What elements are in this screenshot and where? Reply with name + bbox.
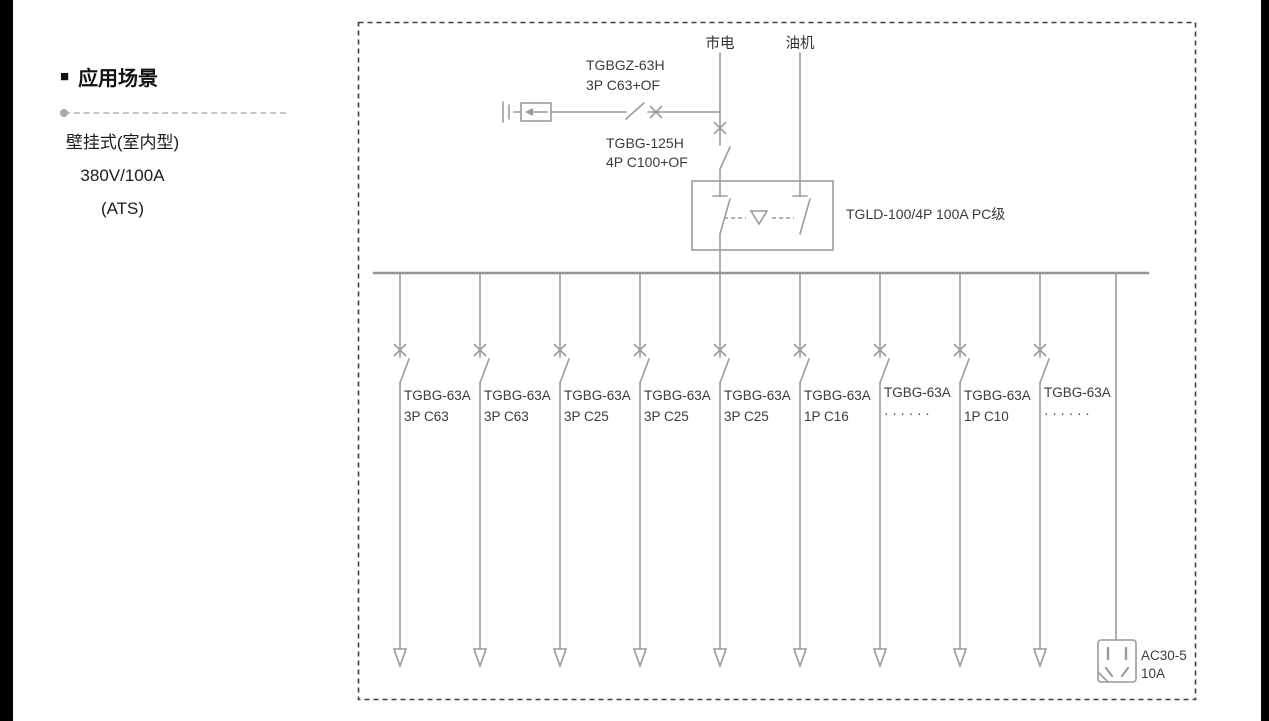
surge-breaker-model: TGBGZ-63H	[586, 57, 665, 73]
branch-label-spec: 3P C25	[564, 409, 609, 424]
spec-line-type: (ATS)	[100, 199, 145, 218]
branch-label-model: TGBG-63A	[564, 388, 631, 403]
separator-dot-icon	[60, 109, 68, 117]
spec-line-rating: 380V/100A	[80, 166, 165, 185]
branch-label-model: TGBG-63A	[644, 388, 711, 403]
surge-breaker-spec: 3P C63+OF	[586, 77, 660, 93]
branch-breaker-switch	[559, 358, 570, 384]
load-arrow-icon	[792, 648, 808, 669]
ats-box	[691, 180, 834, 251]
branch-label-spec: 3P C63	[484, 409, 529, 424]
branch-breaker-switch	[479, 358, 490, 384]
branch-label-model: TGBG-63A	[404, 388, 471, 403]
branch-circuit-6: TGBG-63A 1P C16	[792, 272, 871, 669]
branch-breaker-switch	[719, 358, 730, 384]
generator-label: 油机	[786, 35, 815, 52]
ats-actuator-icon	[749, 210, 769, 226]
socket-branch: AC30-5 10A	[1097, 272, 1187, 683]
ats-label: TGLD-100/4P 100A PC级	[846, 206, 1005, 222]
section-title-text: 应用场景	[78, 68, 159, 90]
branch-label-spec: 3P C25	[724, 409, 769, 424]
branch-label-spec: 1P C16	[804, 409, 849, 424]
branch-breaker-switch	[1039, 358, 1050, 384]
branch-label-model: TGBG-63A	[1044, 385, 1111, 400]
surge-breaker-switch	[625, 102, 645, 120]
mains-label: 市电	[706, 35, 735, 52]
right-black-bar	[1261, 0, 1269, 721]
branch-circuit-7: TGBG-63A · · · · · ·	[872, 272, 951, 669]
branch-label-spec: 1P C10	[964, 409, 1009, 424]
branch-breaker-switch	[959, 358, 970, 384]
main-breaker-model: TGBG-125H	[606, 135, 684, 151]
branch-circuit-5: TGBG-63A 3P C25	[712, 272, 791, 669]
load-arrow-icon	[712, 648, 728, 669]
surge-protection-branch	[502, 101, 721, 123]
branch-breaker-switch	[639, 358, 650, 384]
load-arrow-icon	[1032, 648, 1048, 669]
branch-label-spec: · · · · · ·	[1044, 406, 1090, 421]
branch-circuit-2: TGBG-63A 3P C63	[472, 272, 551, 669]
branch-label-spec: 3P C25	[644, 409, 689, 424]
spd-arrow-icon	[525, 108, 533, 116]
load-arrow-icon	[632, 648, 648, 669]
product-spec-lines: 壁挂式(室内型) 380V/100A (ATS)	[50, 126, 195, 225]
branch-circuit-8: TGBG-63A 1P C10	[952, 272, 1031, 669]
load-arrow-icon	[472, 648, 488, 669]
branch-label-model: TGBG-63A	[724, 388, 791, 403]
load-arrow-icon	[952, 648, 968, 669]
left-black-bar	[0, 0, 13, 721]
load-arrow-icon	[392, 648, 408, 669]
square-bullet-icon: ■	[60, 68, 70, 85]
branch-breaker-switch	[879, 358, 890, 384]
branch-label-model: TGBG-63A	[884, 385, 951, 400]
socket-symbol	[1097, 639, 1137, 683]
branch-label-spec: 3P C63	[404, 409, 449, 424]
branch-label-model: TGBG-63A	[484, 388, 551, 403]
main-breaker-spec: 4P C100+OF	[606, 154, 688, 170]
branch-circuit-4: TGBG-63A 3P C25	[632, 272, 711, 669]
socket-label-rating: 10A	[1141, 666, 1165, 681]
branch-label-spec: · · · · · ·	[884, 406, 930, 421]
branch-circuit-3: TGBG-63A 3P C25	[552, 272, 631, 669]
branch-breaker-switch	[399, 358, 410, 384]
socket-label-model: AC30-5	[1141, 648, 1187, 663]
branch-breaker-switch	[799, 358, 810, 384]
spec-line-mounting: 壁挂式(室内型)	[65, 133, 180, 152]
mains-line	[713, 52, 731, 182]
ats-switch	[691, 180, 834, 274]
branch-circuit-1: TGBG-63A 3P C63	[392, 272, 471, 669]
section-title: ■ 应用场景	[60, 62, 158, 91]
load-arrow-icon	[872, 648, 888, 669]
dashed-separator	[60, 109, 286, 117]
branch-circuit-9: TGBG-63A · · · · · ·	[1032, 272, 1111, 669]
branch-label-model: TGBG-63A	[964, 388, 1031, 403]
diagram-dashed-frame	[357, 21, 1197, 701]
load-arrow-icon	[552, 648, 568, 669]
main-breaker-switch	[719, 146, 731, 170]
branch-label-model: TGBG-63A	[804, 388, 871, 403]
